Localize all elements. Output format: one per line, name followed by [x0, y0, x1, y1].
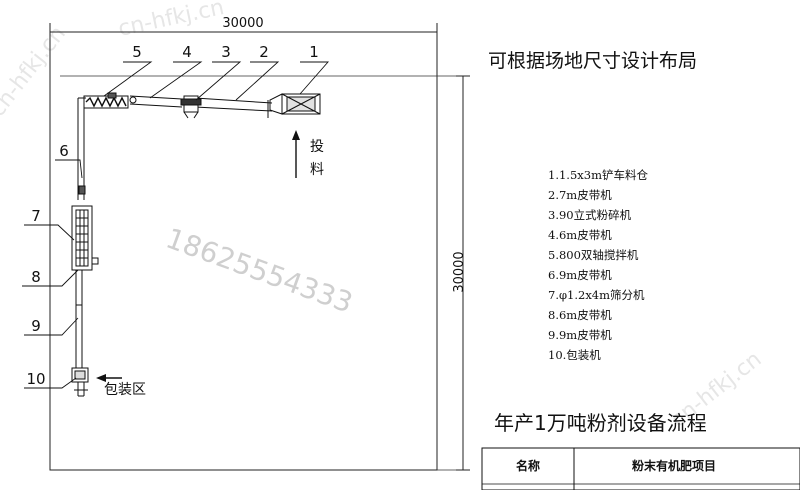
belt-conveyor-9m-a [77, 97, 86, 200]
callout-8: 8 [31, 268, 41, 286]
height-dimension: 30000 [452, 75, 470, 471]
watermark-logo-text-top: cn-hfkj.cn [116, 0, 226, 42]
equipment-list-item: 5.800双轴搅拌机 [548, 248, 639, 262]
packing-area-indicator: 包装区 [96, 374, 146, 398]
callout-leaders [22, 61, 329, 389]
layout-heading: 可根据场地尺寸设计布局 [488, 50, 697, 72]
info-table: 名称 粉末有机肥项目 [481, 447, 800, 490]
callout-7: 7 [31, 207, 41, 225]
callout-10: 10 [26, 370, 45, 388]
callout-4: 4 [182, 43, 192, 61]
belt-conveyor-6m-a [129, 95, 183, 108]
info-table-name-label: 名称 [516, 458, 540, 473]
belt-conveyor-7m [194, 97, 273, 118]
callout-3: 3 [221, 43, 231, 61]
drum-screen [71, 205, 99, 271]
equipment-list-item: 9.9m皮带机 [548, 328, 612, 342]
callout-2: 2 [259, 43, 269, 61]
twin-shaft-mixer [83, 92, 129, 109]
equipment-list: 1.1.5x3m铲车料仓 2.7m皮带机 3.90立式粉碎机 4.6m皮带机 5… [548, 168, 648, 362]
belt-conveyor-9m-b [75, 304, 83, 368]
equipment-list-item: 6.9m皮带机 [548, 268, 612, 282]
equipment-list-item: 3.90立式粉碎机 [548, 208, 632, 222]
vertical-crusher [180, 95, 202, 119]
callout-1: 1 [309, 43, 319, 61]
site-boundary [49, 31, 438, 471]
callout-6: 6 [59, 142, 69, 160]
callout-5: 5 [132, 43, 142, 61]
equipment-list-item: 10.包装机 [548, 348, 601, 362]
equipment-layout [71, 92, 321, 397]
watermark-phone: 18625554333 [162, 222, 357, 320]
watermark-phone-group: 18625554333 [162, 222, 357, 320]
feed-label-2: 料 [310, 162, 324, 178]
width-dimension-label: 30000 [222, 16, 263, 31]
equipment-list-item: 1.1.5x3m铲车料仓 [548, 168, 648, 182]
equipment-list-item: 7.φ1.2x4m筛分机 [548, 288, 645, 302]
watermark-logo-text-left: cn-hfkj.cn [0, 22, 71, 122]
packing-machine [71, 367, 89, 397]
watermark-logo-left: cn-hfkj.cn [0, 22, 71, 122]
equipment-list-item: 2.7m皮带机 [548, 188, 612, 202]
width-dimension: 30000 [49, 16, 438, 40]
equipment-list-item: 4.6m皮带机 [548, 228, 612, 242]
feed-label-1: 投 [310, 139, 324, 155]
process-title: 年产1万吨粉剂设备流程 [494, 411, 707, 435]
info-table-name-value: 粉末有机肥项目 [632, 458, 716, 473]
belt-conveyor-6m-b [75, 270, 83, 305]
watermark-logo-top: cn-hfkj.cn [116, 0, 226, 42]
equipment-list-item: 8.6m皮带机 [548, 308, 612, 322]
packing-area-label: 包装区 [104, 382, 146, 398]
height-dimension-label: 30000 [452, 251, 467, 292]
callout-9: 9 [31, 317, 41, 335]
feed-indicator: 投 料 [292, 130, 324, 178]
hopper [269, 93, 321, 115]
